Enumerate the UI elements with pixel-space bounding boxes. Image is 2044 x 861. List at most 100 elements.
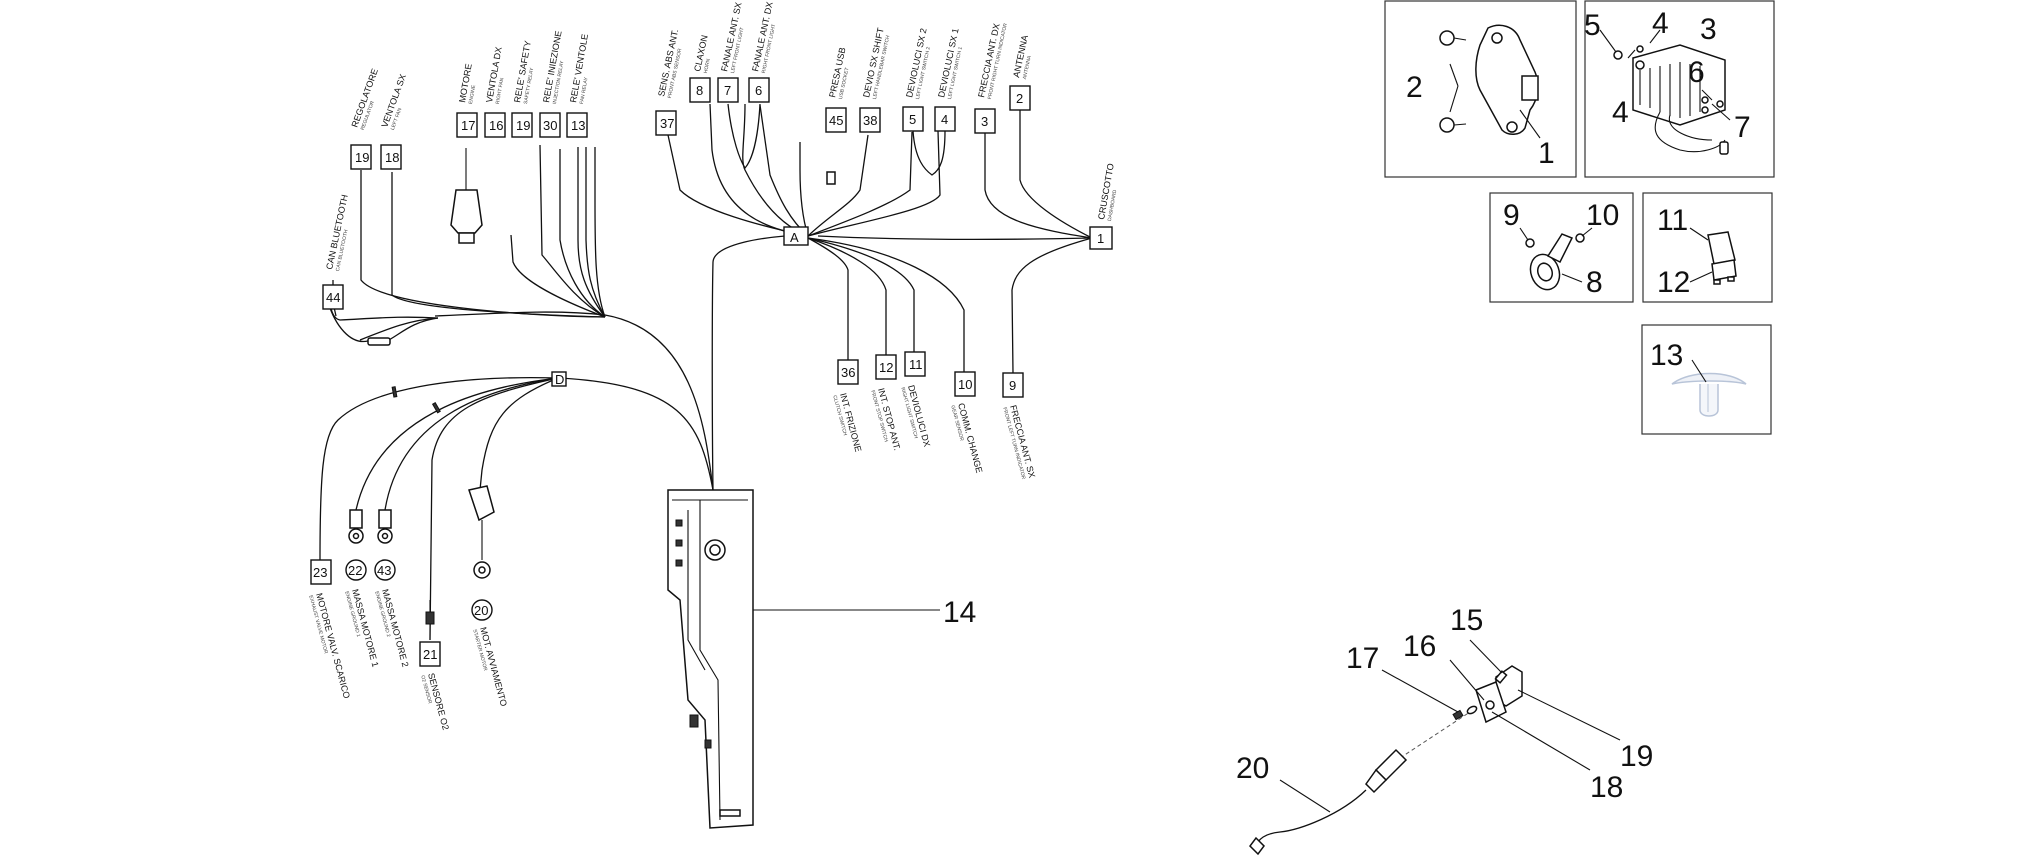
connector-5-deviolucisx2: 5 DEVIOLUCI SX 2 LEFT LIGHT SWITCH 2: [902, 27, 932, 132]
callout-11: 11: [1657, 204, 1688, 237]
callout-6: 6: [1688, 56, 1705, 89]
connector-3-freccia-ant-dx: 3 FRECCIA ANT. DX FRONT RIGHT TURN INDIC…: [974, 22, 1009, 134]
panel-control-unit: 5 4 3 6 4 7: [1584, 0, 1775, 178]
connector-6-fanale-dx: 6 FANALE ANT. DX RIGHT FRONT LIGHT: [748, 1, 777, 103]
svg-text:22: 22: [348, 563, 362, 578]
callout-12: 12: [1657, 266, 1690, 299]
callout-4a: 4: [1652, 7, 1669, 40]
svg-text:3: 3: [981, 114, 988, 129]
panel-horn: 9 10 8: [1489, 192, 1634, 303]
callout-15: 15: [1450, 604, 1483, 637]
connector-17-motore: 17 MOTORE ENGINE: [456, 63, 478, 138]
svg-text:FAN RELAY: FAN RELAY: [579, 76, 590, 104]
wiring-harness-box: 14: [667, 489, 976, 829]
connector-30-rele-iniezione: 30 RELE' INIEZIONE INJECTION RELAY: [539, 30, 566, 138]
svg-text:30: 30: [543, 118, 557, 133]
lambda-sensor-icon: [1249, 748, 1408, 856]
svg-text:19: 19: [516, 118, 530, 133]
connector-36-int-frizione: 36 INT. FRIZIONE CLUTCH SWITCH: [831, 359, 863, 453]
relay-icon: [1707, 231, 1737, 285]
junction-a-label: A: [790, 230, 799, 245]
junction-1: [1089, 226, 1113, 250]
top-connectors: 19 REGOLATORE REGULATOR 18 VENTOLA SX LE…: [349, 1, 1033, 170]
panel-regulator: 2 1: [1384, 0, 1577, 178]
svg-text:12: 12: [879, 360, 893, 375]
svg-text:RIGHT FAN: RIGHT FAN: [495, 77, 506, 105]
cruscotto-label: CRUSCOTTO DASHBOARD: [1096, 163, 1118, 222]
svg-text:17: 17: [461, 118, 475, 133]
svg-text:8: 8: [696, 83, 703, 98]
callout-5: 5: [1584, 9, 1601, 42]
svg-text:7: 7: [724, 83, 731, 98]
connector-21-sensore-o2: 21 SENSORE O2 O2 SENSOR: [419, 600, 451, 731]
callout-10: 10: [1586, 199, 1619, 232]
svg-text:43: 43: [377, 563, 391, 578]
svg-text:20: 20: [474, 603, 488, 618]
connector-12-int-stop: 12 INT. STOP ANT. FRONT STOP SWITCH: [869, 354, 902, 452]
panel-clip: 13: [1641, 324, 1772, 435]
lower-right-connectors: 36 INT. FRIZIONE CLUTCH SWITCH 12 INT. S…: [831, 351, 1037, 480]
connector-4-deviolucisx1: 4 DEVIOLUCI SX 1 LEFT LIGHT SWITCH 1: [934, 27, 964, 132]
connector-37-sens-abs: 37 SENS. ABS ANT. FRONT ABS SENSOR: [655, 28, 683, 136]
callout-20: 20: [1236, 752, 1269, 785]
svg-text:6: 6: [755, 83, 762, 98]
svg-text:16: 16: [489, 118, 503, 133]
callout-3: 3: [1700, 13, 1717, 46]
rivet-clip-icon: [1671, 372, 1747, 417]
svg-text:45: 45: [829, 113, 843, 128]
connector-45-presa-usb: 45 PRESA USB USB SOCKET: [825, 46, 851, 133]
callout-7: 7: [1734, 111, 1751, 144]
svg-text:HORN: HORN: [703, 58, 712, 74]
horn-icon: [1529, 233, 1574, 291]
svg-text:13: 13: [571, 118, 585, 133]
connector-19-rele-safety: 19 RELE' SAFETY SAFETY RELAY: [511, 40, 535, 138]
connector-13-rele-ventole: 13 RELE' VENTOLE FAN RELAY: [566, 33, 590, 138]
svg-text:19: 19: [355, 150, 369, 165]
svg-text:23: 23: [313, 565, 327, 580]
connector-9-freccia-ant-sx: 9 FRECCIA ANT. SX FRONT LEFT TURN INDICA…: [1001, 372, 1037, 480]
callout-14: 14: [943, 596, 976, 629]
svg-text:4: 4: [941, 112, 948, 127]
svg-text:DASHBOARD: DASHBOARD: [1107, 189, 1118, 222]
svg-text:2: 2: [1016, 91, 1023, 106]
svg-text:18: 18: [385, 150, 399, 165]
svg-text:44: 44: [326, 290, 340, 305]
connector-22-massa-motore-1: 22 MASSA MOTORE 1 ENGINE GROUND 1: [343, 509, 381, 668]
connector-11-deviolucidx: 11 DEVIOLUCI DX RIGHT LIGHT SWITCH: [899, 351, 932, 448]
svg-text:5: 5: [909, 112, 916, 127]
connector-16-ventola-dx: 16 VENTOLA DX RIGHT FAN: [484, 46, 506, 138]
bolt-icon: [1439, 30, 1467, 133]
svg-text:21: 21: [423, 647, 437, 662]
connector-20-mot-avviamento: 20 MOT. AVVIAMENTO STARTER MOTOR: [468, 485, 509, 707]
lambda-sensor-group: 15 16 17 18 19 20: [1236, 604, 1653, 856]
panel-relay: 11 12: [1642, 192, 1773, 303]
svg-text:36: 36: [841, 365, 855, 380]
callout-16: 16: [1403, 630, 1436, 663]
connector-23-motore-valv-scarico: 23 MOTORE VALV. SCARICO EXHAUST VALVE MO…: [307, 559, 352, 700]
svg-text:37: 37: [660, 116, 674, 131]
d-branch-connectors: 23 MOTORE VALV. SCARICO EXHAUST VALVE MO…: [307, 386, 509, 731]
connector-18-ventola-sx: 18 VENTOLA SX LEFT FAN: [379, 73, 408, 170]
harness-wires: [319, 103, 1093, 641]
junction-d-label: D: [555, 372, 564, 387]
svg-text:11: 11: [909, 357, 923, 372]
connector-44-can-bluetooth: 44 CAN BLUETOOTH CAN BLUETOOTH: [322, 194, 350, 310]
callout-18: 18: [1590, 771, 1623, 804]
callout-2: 2: [1406, 71, 1423, 104]
svg-text:38: 38: [863, 113, 877, 128]
control-unit-icon: [1632, 44, 1729, 155]
callout-1: 1: [1538, 137, 1555, 170]
svg-text:MOTORE VALV. SCARICO: MOTORE VALV. SCARICO: [314, 592, 352, 700]
callout-4b: 4: [1612, 96, 1629, 129]
callout-13: 13: [1650, 339, 1683, 372]
connector-10-comm-change: 10 COMM. CHANGE GEAR SENSOR: [949, 371, 984, 474]
svg-text:ANTENNA: ANTENNA: [1022, 55, 1033, 80]
junction-1-label: 1: [1097, 231, 1104, 246]
callout-17: 17: [1346, 642, 1379, 675]
callout-8: 8: [1586, 266, 1603, 299]
callout-19: 19: [1620, 740, 1653, 773]
engine-connector-icon: [450, 189, 483, 234]
connector-43-massa-motore-2: 43 MASSA MOTORE 2 ENGINE GROUND 2: [373, 509, 411, 668]
callout-9: 9: [1503, 199, 1520, 232]
